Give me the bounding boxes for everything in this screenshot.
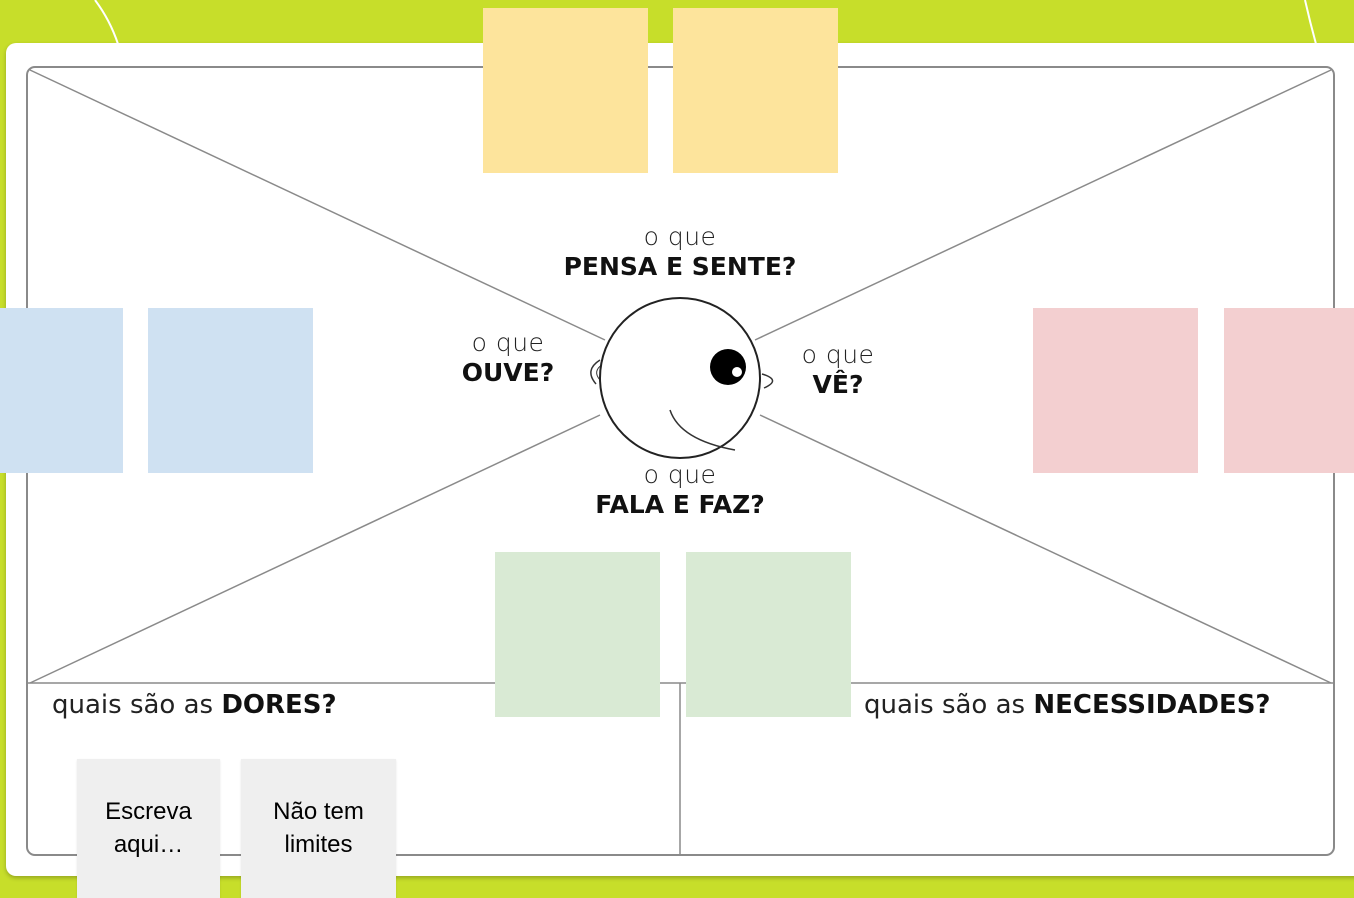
sticky-note-pains-2[interactable]: Não tem limites	[241, 759, 396, 898]
sticky-note-says-2[interactable]	[686, 552, 851, 717]
sticky-note-thinks-2[interactable]	[673, 8, 838, 173]
sticky-note-says-1[interactable]	[495, 552, 660, 717]
label-needs: quais são as NECESSIDADES?	[864, 690, 1271, 720]
sticky-note-pains-1-text: Escreva aqui…	[94, 796, 204, 861]
label-says-title: FALA E FAZ?	[560, 492, 800, 517]
label-hears-prefix: o que	[440, 330, 576, 355]
sticky-note-pains-1[interactable]: Escreva aqui…	[77, 759, 220, 898]
nose-icon	[762, 374, 773, 388]
label-sees-title: VÊ?	[782, 372, 894, 397]
label-says-does: o que FALA E FAZ?	[560, 462, 800, 517]
label-hears: o que OUVE?	[440, 330, 576, 385]
ear-icon	[591, 360, 600, 384]
label-says-prefix: o que	[560, 462, 800, 487]
label-sees: o que VÊ?	[782, 342, 894, 397]
sticky-note-sees-2[interactable]	[1224, 308, 1354, 473]
background-arc-right	[1305, 0, 1316, 44]
label-needs-title: NECESSIDADES?	[1033, 690, 1270, 720]
sticky-note-thinks-1[interactable]	[483, 8, 648, 173]
sticky-note-pains-2-text: Não tem limites	[259, 796, 379, 861]
label-thinks-prefix: o que	[530, 224, 830, 249]
label-pains-title: DORES?	[221, 690, 336, 720]
label-sees-prefix: o que	[782, 342, 894, 367]
sticky-note-hears-2[interactable]	[148, 308, 313, 473]
head-icon	[591, 298, 773, 458]
label-thinks-feels: o que PENSA E SENTE?	[530, 224, 830, 279]
label-pains: quais são as DORES?	[52, 690, 337, 720]
background-arc-left	[95, 0, 118, 44]
label-needs-prefix: quais são as	[864, 690, 1025, 720]
label-hears-title: OUVE?	[440, 360, 576, 385]
label-pains-prefix: quais são as	[52, 690, 213, 720]
eye-icon	[710, 349, 746, 385]
sticky-note-sees-1[interactable]	[1033, 308, 1198, 473]
label-thinks-title: PENSA E SENTE?	[530, 254, 830, 279]
diagonal-top-right	[755, 70, 1331, 340]
sticky-note-hears-1[interactable]	[0, 308, 123, 473]
